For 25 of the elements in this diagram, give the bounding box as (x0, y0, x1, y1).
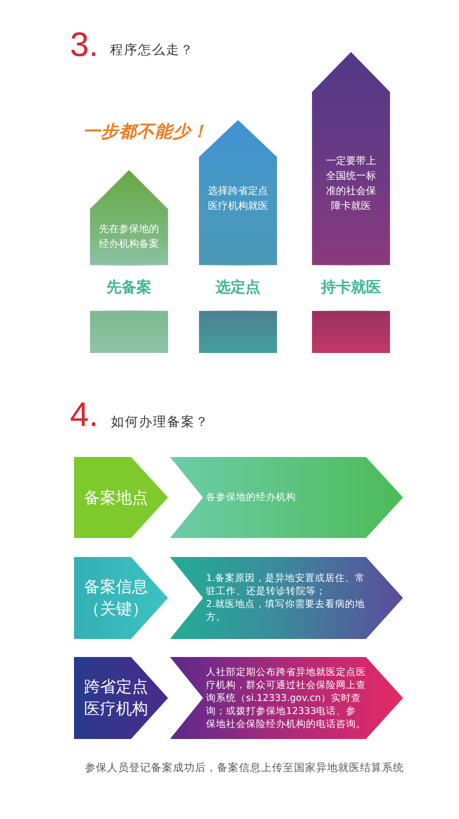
pillar-base (312, 311, 390, 353)
section-number: 4. (70, 398, 98, 432)
step-label: 持卡就医 (320, 278, 382, 297)
step-description: 一定要带上全国统一标准的社会保障卡就医 (325, 154, 377, 214)
step-description: 选择跨省定点医疗机构就医 (207, 184, 269, 214)
row-description: 2.就医地点，填写你需要去看病的地方。 (206, 598, 366, 624)
chevron-box (74, 557, 168, 639)
section-heading: 如何办理备案？ (111, 414, 209, 431)
row-heading: 备案信息（关键） (83, 576, 149, 620)
row-description: 各参保地的经办机构 (206, 491, 297, 504)
slogan: 一步都不能少！ (83, 121, 209, 143)
row-heading: 跨省定点医疗机构 (83, 676, 149, 720)
caption: 参保人员登记备案成功后，备案信息上传至国家异地就医结算系统 (85, 761, 404, 775)
row-heading: 备案地点 (83, 486, 149, 508)
step-label: 先备案 (105, 278, 152, 297)
step-description: 先在参保地的经办机构备案 (98, 222, 160, 252)
chevron-box (74, 657, 168, 739)
chevron-box (74, 457, 168, 538)
row-description: 1.备案原因，是异地安置或居住、常驻工作、还是转诊转院等； (206, 572, 366, 598)
step-label: 选定点 (214, 278, 262, 297)
pillar-base (90, 311, 168, 353)
section-heading: 程序怎么走？ (110, 42, 194, 59)
row-description: 人社部定期公布跨省异地就医定点医疗机构，群众可通过社会保险网上查询系统（si.12333.gov.cn）实时查询；或拨打参保地12333电话、参保地社会保险经办机构的电话咨询。 (206, 666, 366, 730)
section-number: 3. (70, 28, 98, 62)
pillar-base (199, 311, 277, 353)
